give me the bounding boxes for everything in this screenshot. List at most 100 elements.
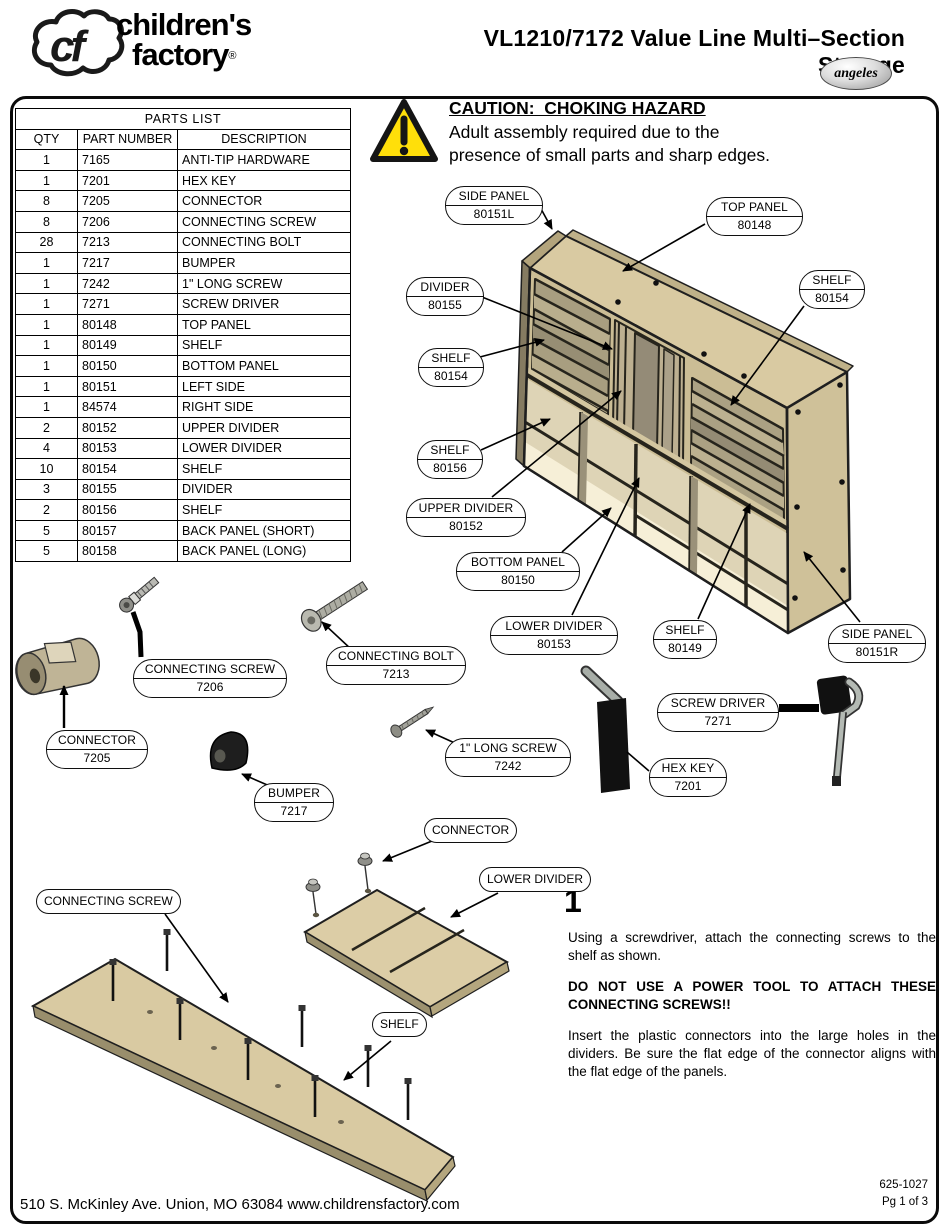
bumper-icon [209, 731, 249, 771]
table-cell: 80158 [77, 540, 178, 563]
page-border [10, 96, 939, 1224]
table-cell: 1 [15, 334, 78, 357]
table-cell: 7165 [77, 149, 178, 171]
footer-address: 510 S. McKinley Ave. Union, MO 63084 www… [20, 1196, 460, 1213]
step-warning: DO NOT USE A POWER TOOL TO ATTACH THESE … [568, 978, 936, 1012]
cabinet-drawing [515, 229, 854, 635]
table-cell: 4 [15, 437, 78, 460]
table-cell: 84574 [77, 396, 178, 418]
table-cell: 80156 [77, 499, 178, 521]
table-cell: 28 [15, 231, 78, 254]
table-cell: BACK PANEL (SHORT) [177, 519, 351, 542]
table-cell: 80152 [77, 416, 178, 439]
connecting-screw-icon [119, 576, 160, 658]
step-shelf-drawing [30, 929, 456, 1203]
table-cell: 1 [15, 293, 78, 315]
footer-page-number: Pg 1 of 3 [881, 1196, 928, 1208]
step-connector-pins [305, 852, 373, 918]
table-cell: BOTTOM PANEL [177, 355, 351, 377]
table-cell: 1" LONG SCREW [177, 272, 351, 295]
table-cell: LEFT SIDE [177, 375, 351, 398]
hex-key-icon [580, 665, 630, 793]
table-cell: 5 [15, 540, 78, 563]
connector-icon [15, 637, 100, 728]
step-instructions: Using a screwdriver, attach the connecti… [568, 929, 936, 1094]
screw-driver-icon [779, 675, 864, 786]
caution-line1: Adult assembly required due to the [449, 122, 720, 142]
angeles-badge: angeles [820, 57, 892, 90]
table-cell: 80154 [77, 458, 178, 480]
parts-list-table: PARTS LIST QTY PART NUMBER DESCRIPTION 1… [15, 108, 351, 563]
table-cell: 80149 [77, 334, 178, 357]
footer-doc-number: 625-1027 [879, 1179, 928, 1191]
table-cell: 1 [15, 252, 78, 274]
table-cell: 7206 [77, 210, 178, 233]
table-cell: DIVIDER [177, 478, 351, 501]
table-cell: 2 [15, 416, 78, 439]
table-cell: 2 [15, 499, 78, 521]
table-cell: 1 [15, 313, 78, 336]
table-cell: 8 [15, 190, 78, 212]
table-cell: 80151 [77, 375, 178, 398]
table-cell: 7217 [77, 252, 178, 274]
table-cell: ANTI-TIP HARDWARE [177, 149, 351, 171]
table-cell: RIGHT SIDE [177, 396, 351, 418]
caution-line2: presence of small parts and sharp edges. [449, 145, 771, 165]
table-cell: BACK PANEL (LONG) [177, 540, 351, 563]
col-part-number: PART NUMBER [77, 128, 178, 151]
callout-step-lower-divider: LOWER DIVIDER [479, 867, 592, 892]
table-cell: 1 [15, 396, 78, 418]
table-cell: 7201 [77, 169, 178, 192]
long-screw-icon [390, 706, 435, 738]
table-cell: 1 [15, 169, 78, 192]
connecting-bolt-icon [300, 581, 369, 632]
step-paragraph-1: Using a screwdriver, attach the connecti… [568, 930, 936, 963]
table-cell: LOWER DIVIDER [177, 437, 351, 460]
table-cell: HEX KEY [177, 169, 351, 192]
table-cell: 1 [15, 355, 78, 377]
table-cell: SHELF [177, 499, 351, 521]
table-cell: CONNECTING BOLT [177, 231, 351, 254]
table-cell: TOP PANEL [177, 313, 351, 336]
table-cell: UPPER DIVIDER [177, 416, 351, 439]
table-cell: 80148 [77, 313, 178, 336]
caution-heading: CAUTION: CHOKING HAZARD [449, 98, 706, 118]
table-cell: 80155 [77, 478, 178, 501]
warning-triangle-icon [370, 99, 438, 162]
table-cell: 7242 [77, 272, 178, 295]
step-shelf-screws [109, 929, 412, 1124]
brand-line1: children's [116, 7, 252, 42]
step-lower-divider-drawing [303, 852, 510, 1019]
col-qty: QTY [15, 128, 78, 151]
caution-text: Adult assembly required due to the prese… [449, 121, 770, 167]
